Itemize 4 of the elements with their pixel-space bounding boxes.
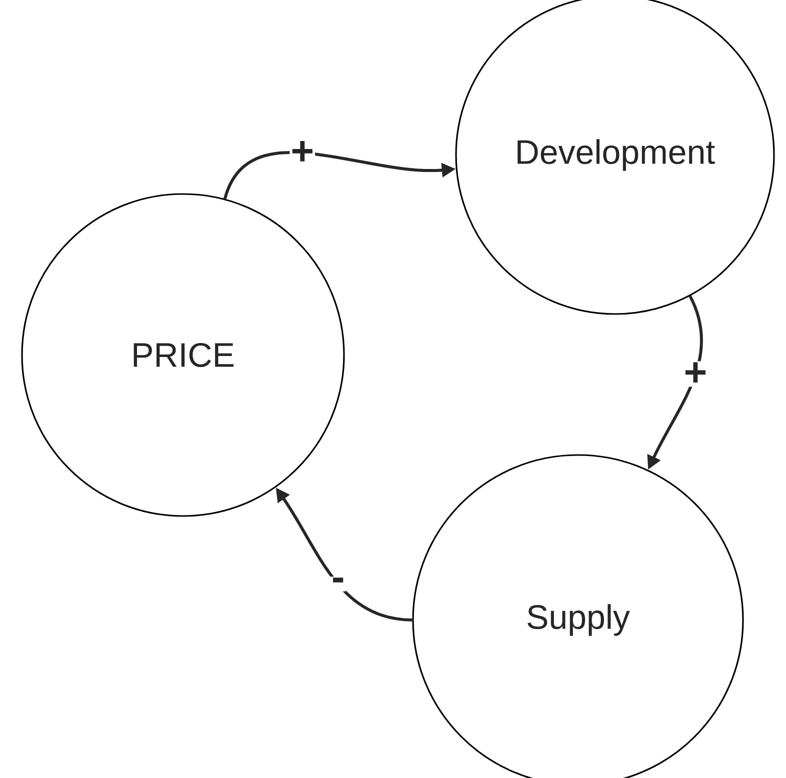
edge-label: + [290,140,316,166]
edge-label: + [682,361,708,387]
circle-node: PRICE [21,193,345,517]
edge-label: - [330,576,346,592]
